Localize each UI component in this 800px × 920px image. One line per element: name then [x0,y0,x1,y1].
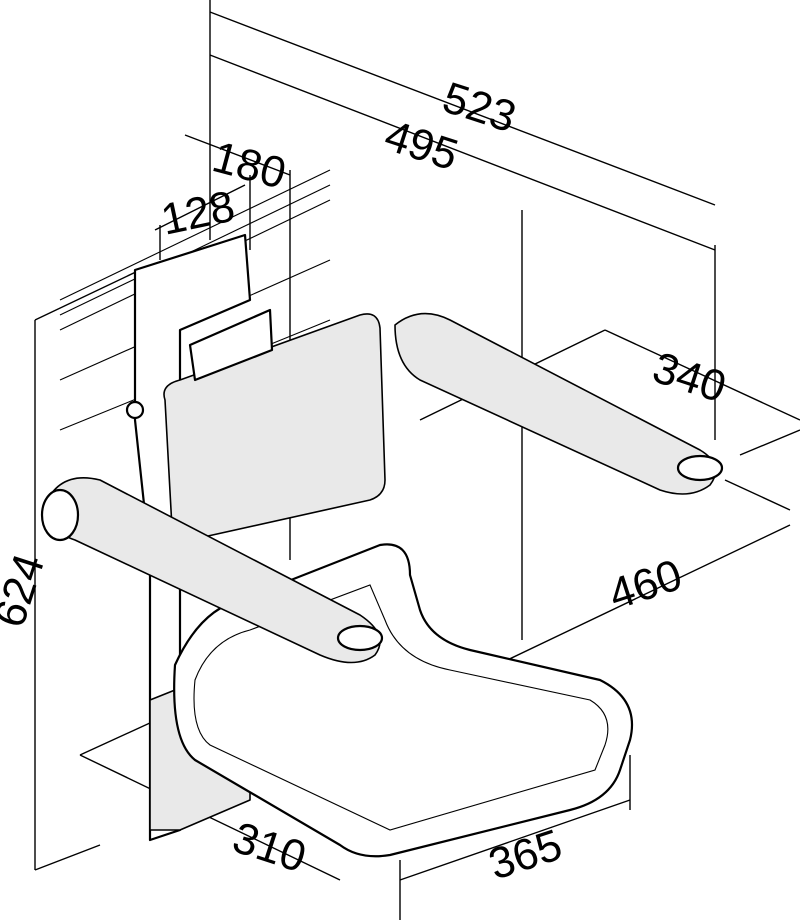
mount-hole [125,400,145,420]
dim-365: 365 [483,820,568,889]
armrest-left-hinge [40,488,80,542]
dim-310: 310 [227,813,312,882]
dim-460: 460 [603,550,688,619]
dim-624: 624 [0,548,54,633]
armrest-right [394,312,717,495]
armrest-left-end [336,624,384,652]
backrest-bracket [188,308,274,382]
dim-340: 340 [647,343,732,412]
armrest-right-end [676,454,724,482]
